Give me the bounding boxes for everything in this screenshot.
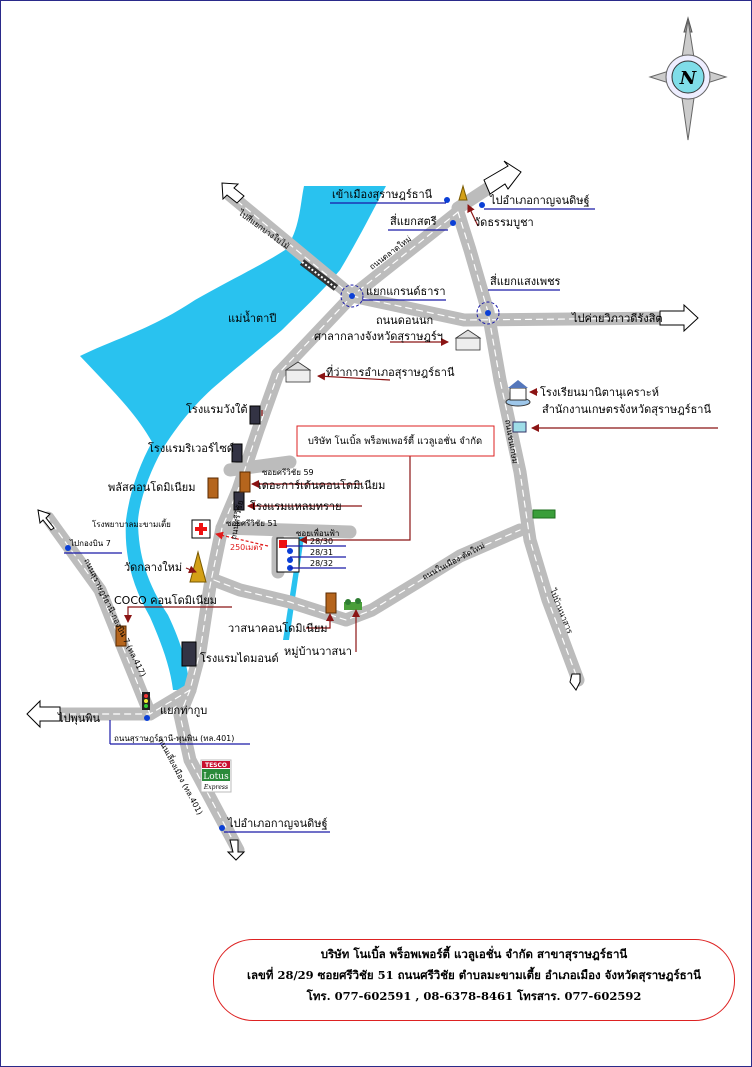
label-to-kong-bin: ไปกองบิน 7 (69, 539, 111, 548)
temple-icon (458, 184, 468, 201)
label-grand-thara-junction: แยกแกรนด์ธารา (366, 285, 446, 298)
arrow-northeast-icon (483, 160, 522, 195)
label-wat-klang-mai: วัดกลางใหม่ (124, 561, 182, 574)
district-office-icon (284, 361, 312, 383)
label-surat-phunphin-road: ถนนสุราษฎร์ธานี-พุนพิน (ทล.401) (114, 733, 234, 743)
label-agri-office: สำนักงานเกษตรจังหวัดสุราษฎร์ธานี (542, 403, 711, 416)
compass-letter: N (679, 68, 698, 89)
arrow-northwest-icon (37, 509, 55, 531)
label-riverside-hotel: โรงแรมริเวอร์ไซด์ (148, 441, 234, 455)
label-underlines (64, 202, 595, 833)
hotel-icon (233, 491, 245, 511)
saeng-phet-junction-circle (476, 301, 500, 325)
label-house-2830: 28/30 (310, 537, 333, 546)
label-saket-junction: สี่แยกสตรี (390, 213, 437, 228)
label-district-office: ที่ว่าการอำเภอสุราษฎร์ธานี (326, 364, 455, 379)
village-icon (344, 598, 362, 610)
grand-thara-junction-circle (340, 284, 364, 308)
label-provincial-hall: ศาลากลางจังหวัดสุราษฎร์ฯ (314, 330, 443, 343)
tesco-lotus-logo: TESCO Lotus Express (200, 759, 232, 793)
label-to-kanchanadit-south: ไปอำเภอกาญจนดิษฐ์ (227, 817, 328, 830)
company-callout: บริษัท โนเบิ้ล พร็อพเพอร์ตี้ แวลูเอชั่น … (296, 425, 495, 457)
label-plus-condo: พลัสคอนโดมิเนียม (108, 480, 195, 494)
hotel-icon (181, 641, 197, 667)
label-house-2832: 28/32 (310, 559, 333, 568)
school-icon (505, 380, 531, 407)
address-street-line: เลขที่ 28/29 ซอยศรีวิชัย 51 ถนนศรีวิชัย … (247, 968, 701, 982)
label-to-bang-bai-mai: ไปสี่แยกบางใบไม้ (236, 206, 292, 251)
target-building-marker (276, 537, 300, 573)
label-wat-thammabucha: วัดธรรมบูชา (474, 216, 534, 229)
condo-icon (115, 625, 127, 647)
label-wasana-condo: วาสนาคอนโดมิเนียม (228, 621, 328, 635)
hotel-icon (249, 405, 261, 425)
temple-icon (189, 550, 207, 583)
svg-text:Express: Express (203, 784, 228, 791)
label-saeng-phet-junction: สี่แยกแสงเพชร (490, 273, 561, 288)
compass-rose-icon: N (648, 16, 728, 141)
hotel-icon (231, 443, 243, 463)
address-company-line: บริษัท โนเบิ้ล พร็อพเพอร์ตี้ แวลูเอชั่น … (320, 947, 628, 961)
label-to-phunphin: ไปพุนพิน (57, 712, 101, 725)
hospital-icon (191, 519, 211, 539)
label-house-2831: 28/31 (310, 548, 333, 557)
label-to-surat-city: เข้าเมืองสุราษฎร์ธานี (332, 188, 433, 201)
label-soi-59: ซอยศรีวิชัย 59 (262, 468, 314, 477)
label-tha-kup-junction: แยกท่ากูบ (160, 704, 207, 717)
bridge-icon (299, 259, 339, 291)
label-the-court-condo: เดอะการ์เด้นคอนโดมิเนียม (258, 478, 385, 492)
label-soi-51: ซอยศรีวิชัย 51 (226, 519, 278, 528)
svg-text:บริษัท โนเบิ้ล พร็อพเพอร์ตี้ แ: บริษัท โนเบิ้ล พร็อพเพอร์ตี้ แวลูเอชั่น … (308, 434, 482, 447)
label-to-vibhavadi-camp: ไปค่ายวิภาวดีรังสิต (571, 312, 663, 325)
label-laem-sai-hotel: โรงแรมแหลมทราย (250, 499, 342, 513)
svg-text:Lotus: Lotus (203, 772, 229, 782)
address-box: บริษัท โนเบิ้ล พร็อพเพอร์ตี้ แวลูเอชั่น … (213, 939, 735, 1021)
label-nai-muang-road: ถนนในเมือง-ตัดใหม่ (421, 541, 487, 582)
label-chayamongkol-hospital: โรงพยาบาลมะขามเตี้ย (92, 518, 171, 529)
arrow-west-icon (26, 699, 61, 729)
label-distance-250: 250เมตร (230, 543, 263, 552)
road-end-arrows (26, 160, 699, 861)
address-phone-line: โทร. 077-602591 , 08-6378-8461 โทรสาร. 0… (306, 989, 642, 1003)
arrow-south-icon (226, 839, 246, 861)
label-coco-condo: COCO คอนโดมิเนียม (114, 593, 217, 607)
label-don-nok-road: ถนนดอนนก (376, 314, 433, 327)
label-tapi-river: แม่น้ำตาปี (228, 310, 276, 325)
arrow-southeast-icon (569, 673, 581, 691)
label-leaders (124, 204, 718, 652)
label-diamond-hotel: โรงแรมไดมอนด์ (200, 651, 279, 665)
label-soi-phueanfa: ซอยเพื่อนฟ้า (296, 527, 339, 538)
condo-icon (325, 592, 337, 614)
label-wasana-village: หมู่บ้านวาสนา (284, 645, 352, 658)
condo-icon (207, 477, 219, 499)
office-icon (512, 421, 527, 433)
government-building-icon (454, 329, 482, 351)
signpost-icon (532, 509, 556, 519)
condo-icon (239, 471, 251, 493)
distance-indicator (215, 531, 269, 547)
arrow-east-icon (659, 303, 699, 333)
location-dots (65, 197, 491, 831)
arrow-northwest-top-icon (221, 182, 245, 204)
traffic-light-icon (142, 692, 150, 710)
label-school: โรงเรียนมานิตานุเคราะห์ (540, 385, 659, 399)
label-to-kanchanadit-north: ไปอำเภอกาญจนดิษฐ์ (489, 194, 590, 207)
label-wang-tai-hotel: โรงแรมวังใต้ (186, 402, 248, 416)
svg-text:TESCO: TESCO (205, 762, 227, 769)
